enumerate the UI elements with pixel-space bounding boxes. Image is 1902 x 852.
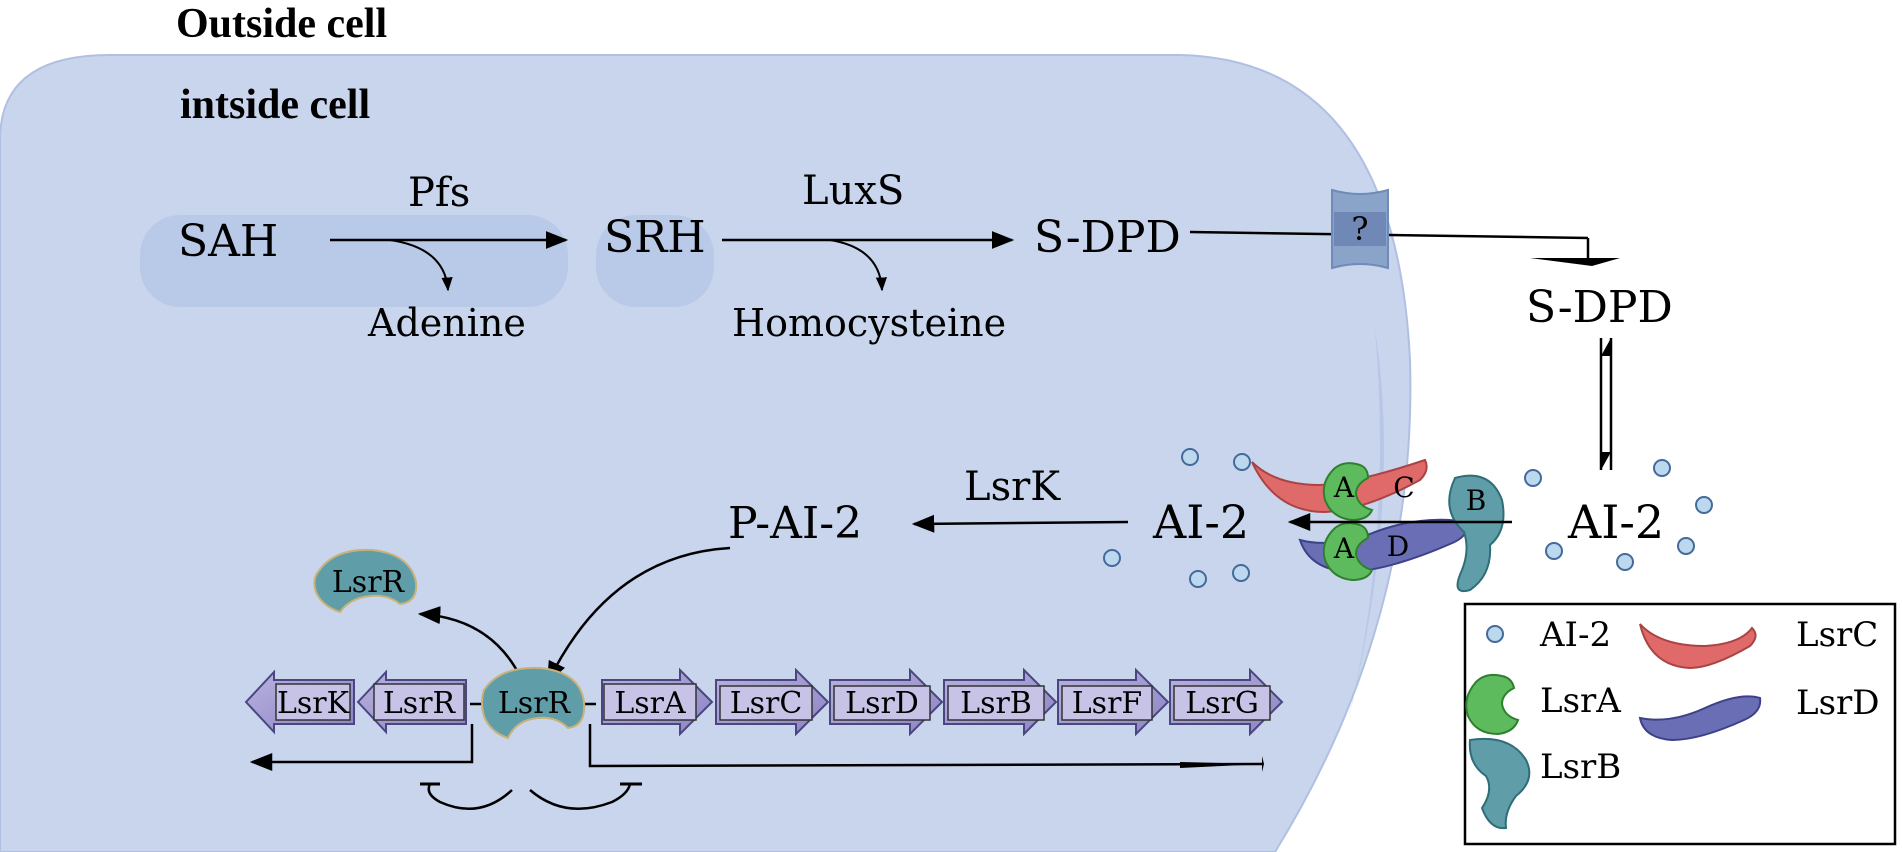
lsr-transporter-complex: A C B A D [1251, 458, 1505, 592]
membrane-channel: ? [1331, 188, 1389, 270]
gene-lsra: LsrA [601, 667, 714, 737]
adenine-label: Adenine [367, 301, 526, 345]
left-transcription-arrow [249, 724, 474, 771]
legend: AI-2 LsrA LsrB LsrC LsrD [1463, 602, 1897, 846]
complex-a-bottom-label: A [1333, 532, 1355, 565]
membrane-highlight [1335, 330, 1384, 770]
gene-lsrd-label: LsrD [845, 686, 919, 721]
complex-d-label: D [1387, 530, 1409, 563]
right-transcription-arrow [588, 724, 1263, 768]
repression-left [427, 783, 513, 810]
gene-lsrr: LsrR [356, 669, 467, 735]
gene-lsrd: LsrD [829, 667, 944, 737]
legend-lsrb-swatch [1468, 737, 1531, 830]
legend-lsrb-label: LsrB [1540, 747, 1621, 787]
channel-question-label: ? [1351, 210, 1368, 248]
ai2-outside-label: AI-2 [1567, 495, 1664, 549]
srh-pad [596, 215, 714, 307]
ai2-outside-dots [1524, 459, 1713, 571]
homocysteine-label: Homocysteine [732, 301, 1006, 345]
complex-b-label: B [1466, 484, 1487, 517]
srh-label: SRH [604, 212, 706, 263]
pfs-label: Pfs [408, 170, 470, 216]
luxs-label: LuxS [802, 168, 904, 214]
ai2-inside-dots [1103, 448, 1251, 588]
inside-cell-label: intside cell [180, 82, 370, 128]
legend-lsra-swatch [1465, 673, 1520, 736]
ai2-inside-label: AI-2 [1152, 495, 1249, 549]
legend-ai2-swatch [1486, 625, 1504, 643]
legend-lsrc-label: LsrC [1796, 615, 1878, 655]
complex-a-top-label: A [1333, 471, 1355, 504]
legend-lsrc-swatch [1639, 623, 1757, 670]
outside-cell-label: Outside cell [176, 1, 387, 47]
gene-lsra-label: LsrA [614, 686, 686, 721]
legend-ai2-label: AI-2 [1539, 615, 1611, 655]
sdpd-outside-label: S-DPD [1526, 282, 1673, 333]
gene-lsrk-label: LsrK [277, 686, 350, 721]
homocysteine-branch [829, 239, 887, 292]
free-lsrr-label: LsrR [332, 565, 406, 600]
lsrk-enzyme-label: LsrK [964, 464, 1061, 510]
gene-lsrc-label: LsrC [730, 686, 803, 721]
sah-pad [140, 215, 568, 307]
free-lsrr: LsrR [313, 548, 418, 614]
bound-lsrr-label: LsrR [498, 686, 572, 721]
gene-lsrg: LsrG [1169, 667, 1284, 737]
complex-c-label: C [1393, 471, 1414, 504]
bound-lsrr: LsrR [481, 666, 586, 740]
gene-lsrf: LsrF [1057, 667, 1170, 737]
cell-membrane [0, 54, 1412, 852]
lsrr-release-arrow [417, 606, 522, 677]
repression-right [529, 783, 632, 810]
sah-label: SAH [178, 216, 278, 267]
gene-lsrg-label: LsrG [1185, 686, 1259, 721]
gene-lsrb-label: LsrB [960, 686, 1032, 721]
legend-lsra-label: LsrA [1540, 681, 1621, 721]
gene-lsrr-label: LsrR [383, 686, 457, 721]
legend-lsrd-label: LsrD [1796, 683, 1880, 723]
lsrk-arrow [911, 514, 1129, 533]
sdpd-inside-label: S-DPD [1034, 212, 1181, 263]
gene-lsrc: LsrC [715, 667, 830, 737]
sdpd-export-head [1530, 258, 1620, 266]
gene-lsrf-label: LsrF [1072, 686, 1142, 721]
equilibrium-arrows [1599, 338, 1613, 470]
pai2-to-lsrr-arrow [546, 546, 731, 685]
right-transcription-head [1180, 756, 1264, 772]
legend-lsrd-swatch [1638, 695, 1762, 742]
pai2-label: P-AI-2 [728, 498, 862, 549]
gene-lsrk: LsrK [244, 669, 355, 735]
gene-lsrb: LsrB [943, 667, 1058, 737]
adenine-branch [389, 239, 453, 292]
